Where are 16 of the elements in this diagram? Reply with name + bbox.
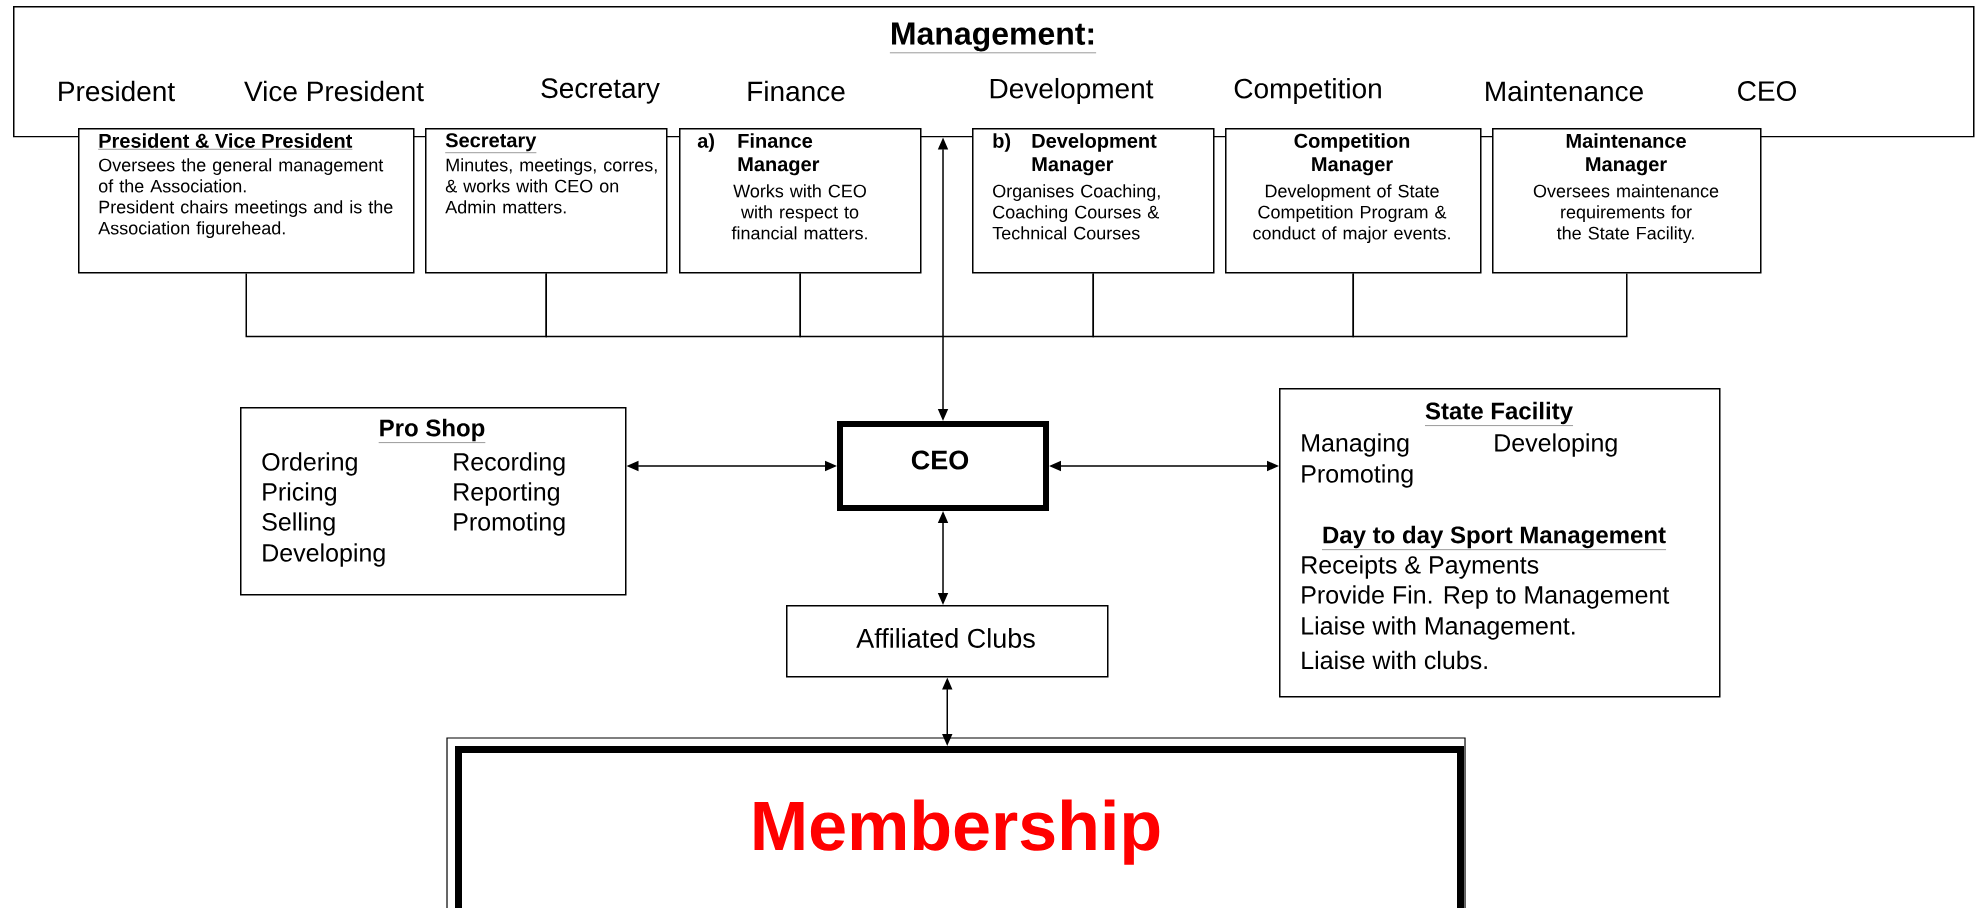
role-box: Secretary Minutes, meetings, corres, & works with CEO on Admin matters. [425, 128, 668, 274]
state-facility-box: State Facility Managing Developing Promoting Day to day Sport Management Receipts & Payments Provide Fin. Rep to Management Liaise with Management. Liaise with clubs. [1279, 388, 1721, 698]
role-box: President & Vice President Oversees the general management of the Association. President chairs meetings and is the Association figurehead. [78, 128, 415, 274]
role-box: Competition Manager Development of State Competition Program & conduct of major events. [1225, 128, 1482, 274]
connector-line [545, 272, 801, 338]
clubs-box: Affiliated Clubs [786, 605, 1109, 678]
connector-line [799, 272, 1094, 338]
connector-line [1352, 272, 1628, 338]
pro-shop-box: Pro Shop Ordering Recording Pricing Reporting Selling Promoting Developing [240, 407, 627, 596]
ceo-box: CEO [837, 421, 1049, 511]
connector-line [1092, 272, 1354, 338]
membership-box: Membership [446, 737, 1466, 908]
role-box: b) Development Manager Organises Coaching, Coaching Courses & Technical Courses [972, 128, 1215, 274]
role-box: Maintenance Manager Oversees maintenance requirements for the State Facility. [1492, 128, 1762, 274]
connector-line [245, 272, 547, 338]
role-box: a) Finance Manager Works with CEO with respect to financial matters. [679, 128, 922, 274]
